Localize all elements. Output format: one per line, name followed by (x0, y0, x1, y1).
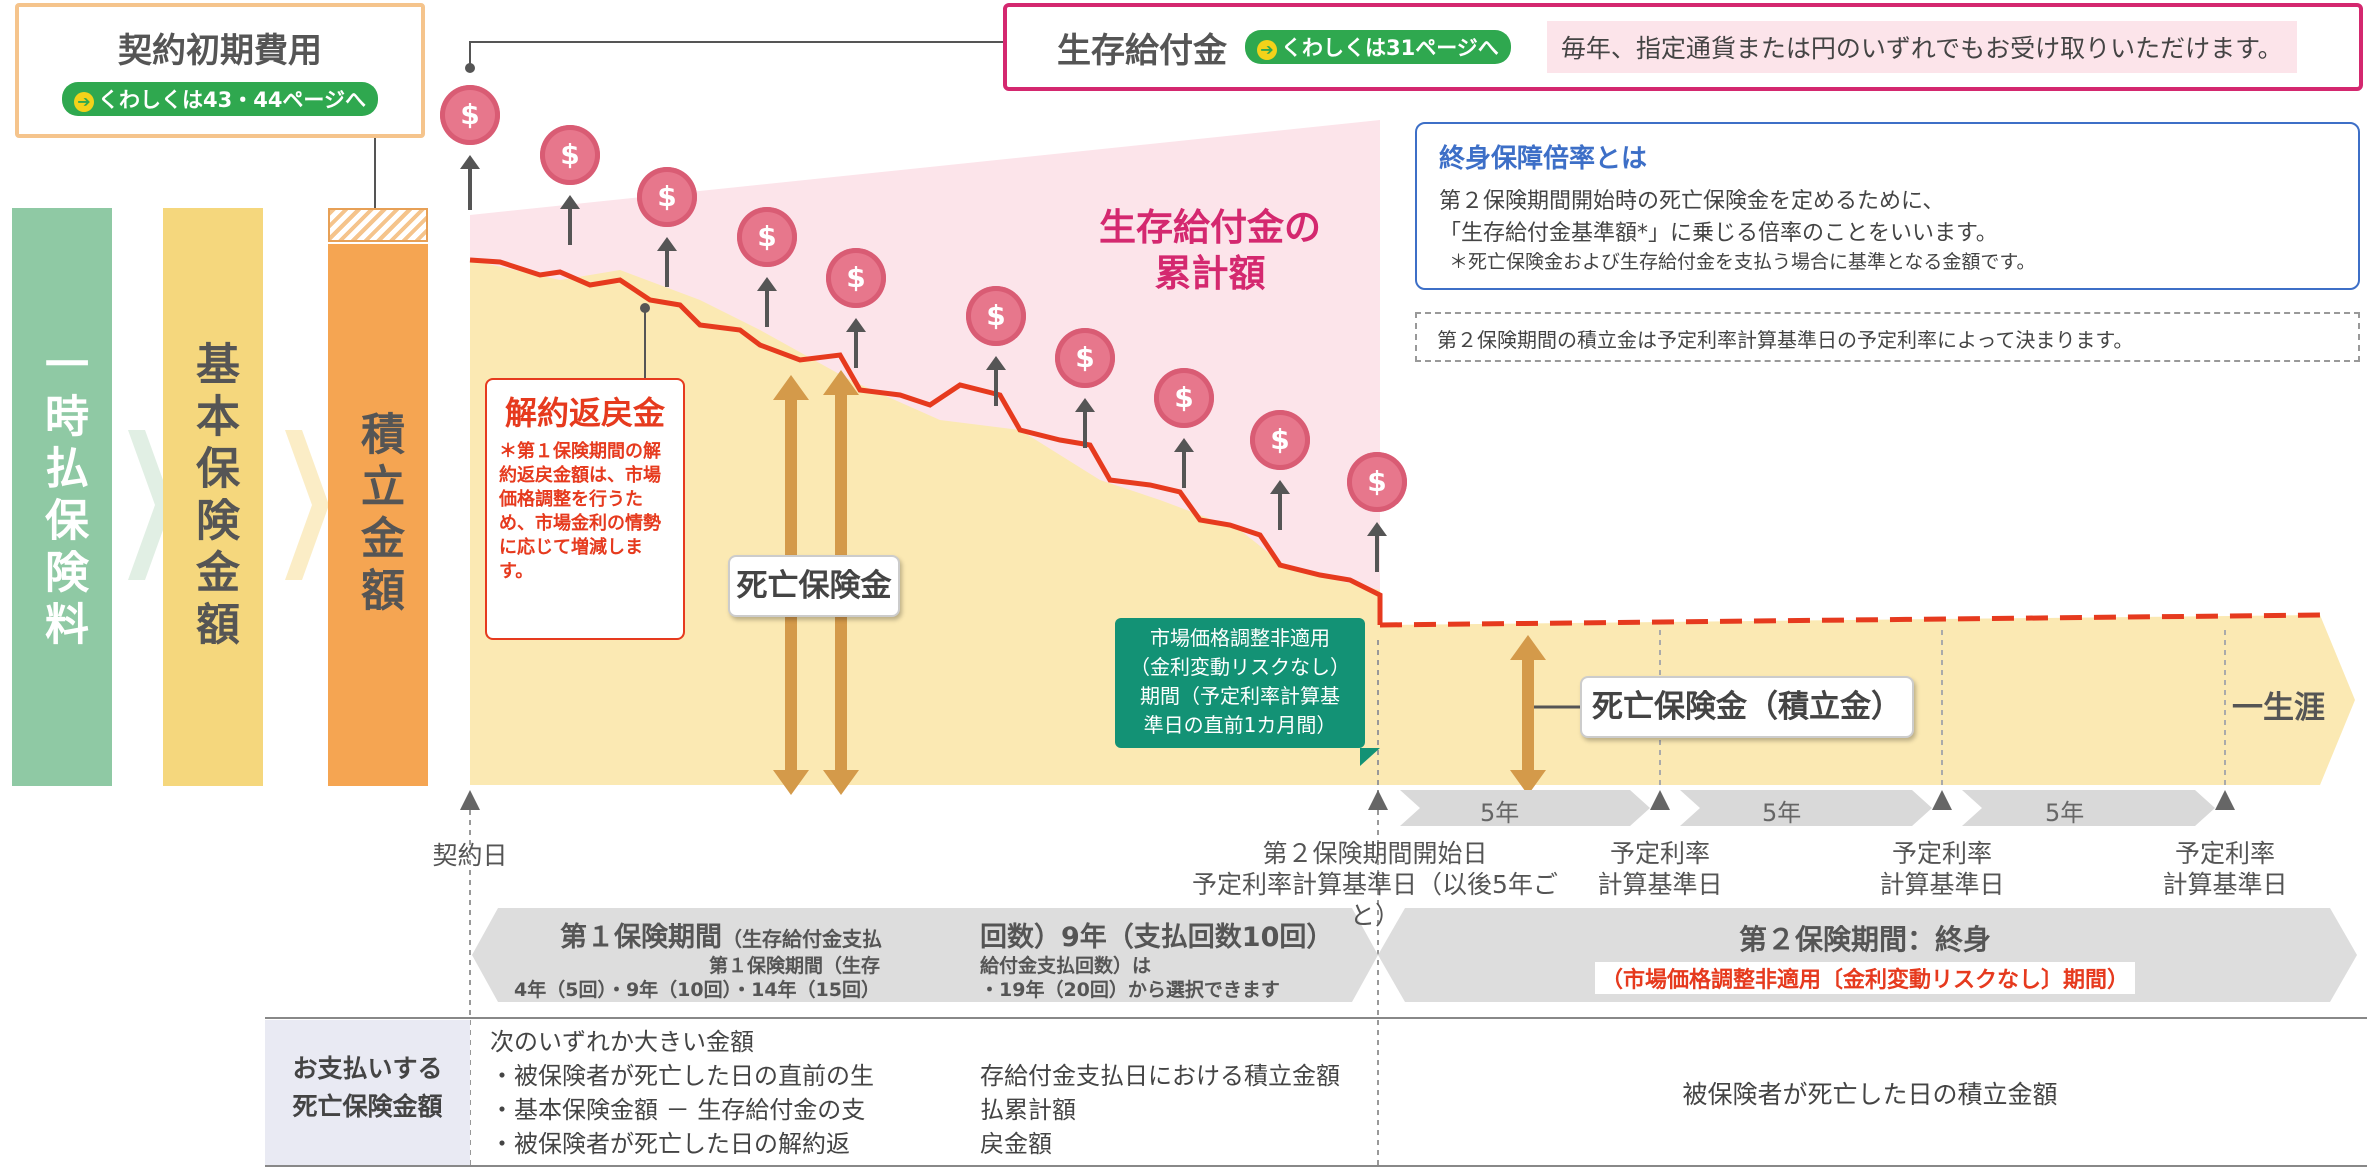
arrow-right-icon: ➔ (73, 92, 94, 112)
coin-icon: $ (637, 167, 697, 227)
initial-cost-box: 契約初期費用 ➔くわしくは43・44ページへ (15, 3, 425, 138)
rate-day-label-3: 予定利率 計算基準日 (2162, 839, 2288, 899)
surrender-title: 解約返戻金 (504, 394, 665, 432)
arrow-up-icon (846, 318, 866, 368)
coin-icon: $ (1055, 328, 1115, 388)
coin-icon: $ (540, 125, 600, 185)
rate-note-box: 第２保険期間の積立金は予定利率計算基準日の予定利率によって決まります。 (1415, 312, 2360, 362)
five-years-1: 5年 (1480, 799, 1520, 827)
survival-benefit-note: 毎年、指定通貨または円のいずれでもお受け取りいただけます。 (1546, 21, 2297, 73)
lifetime-ratio-title: 終身保障倍率とは (1439, 144, 1648, 174)
survival-benefit-title: 生存給付金 (1057, 30, 1227, 71)
death-benefit-accum-label: 死亡保険金（積立金） (1580, 676, 1914, 738)
mva-box: 市場価格調整非適用 （金利変動リスクなし） 期間（予定利率計算基 準日の直前1カ… (1115, 618, 1365, 748)
payout-period2: 被保険者が死亡した日の積立金額 (1682, 1080, 2058, 1109)
contract-day-label: 契約日 (432, 841, 508, 870)
start2-label: 第２保険期間開始日 予定利率計算基準日（以後5年ごと） (1192, 839, 1558, 930)
lifetime-ratio-box: 終身保障倍率とは 第２保険期間開始時の死亡保険金を定めるために、 「生存給付金基… (1415, 122, 2360, 290)
five-years-2: 5年 (1762, 799, 1802, 827)
surrender-line (469, 257, 1383, 625)
accum-bar: 積立金額 (328, 244, 428, 786)
coin-icon: $ (1347, 452, 1407, 512)
arrow-up-icon (1174, 438, 1194, 488)
arrow-up-icon (986, 356, 1006, 406)
cumulative-label: 生存給付金の 累計額 (1099, 206, 1321, 295)
rate-day-label-1: 予定利率 計算基準日 (1597, 839, 1723, 899)
arrow-up-icon (657, 237, 677, 287)
arrow-up-icon (1367, 522, 1387, 572)
initial-cost-hatch (328, 208, 428, 242)
initial-cost-title: 契約初期費用 (118, 31, 322, 71)
coin-icon: $ (440, 85, 500, 145)
initial-cost-link[interactable]: ➔くわしくは43・44ページへ (61, 82, 379, 116)
payout-header: お支払いする 死亡保険金額 (292, 1054, 443, 1121)
rate-day-label-2: 予定利率 計算基準日 (1879, 839, 2005, 899)
five-years-3: 5年 (2045, 799, 2085, 827)
death-benefit-dashed-line (1379, 612, 2321, 628)
coin-icon: $ (737, 207, 797, 267)
coin-icon: $ (1250, 410, 1310, 470)
arrow-up-icon (757, 277, 777, 327)
premium-bar: 一時払保険料 (12, 208, 112, 786)
arrow-up-icon (1270, 480, 1290, 530)
period1-band (472, 908, 1378, 1002)
arrow-up-icon (1075, 398, 1095, 448)
coin-icon: $ (966, 286, 1026, 346)
coin-icon: $ (1154, 368, 1214, 428)
survival-benefit-box: 生存給付金 ➔くわしくは31ページへ 毎年、指定通貨または円のいずれでもお受け取… (1003, 3, 2363, 91)
base-amount-bar: 基本保険金額 (163, 208, 263, 786)
death-benefit-label: 死亡保険金 (728, 555, 900, 617)
surrender-note: ＊第１保険期間の解約返戻金額は、市場価格調整を行うため、市場金利の情勢に応じて増… (499, 441, 661, 582)
arrow-up-icon (460, 155, 480, 210)
period1-text: 第１保険期間（生存給付金支払 回数）9年（支払回数10回） 第１保険期間（生存 … (514, 922, 1334, 1001)
arrow-up-icon (560, 195, 580, 245)
arrow-right-icon: ➔ (1257, 40, 1277, 60)
period2-text: 第２保険期間：終身 （市場価格調整非適用〔金利変動リスクなし〕期間） (1400, 918, 2330, 994)
lifetime-label: 一生涯 (2232, 690, 2325, 726)
payout-period1: 次のいずれか大きい金額 ・被保険者が死亡した日の直前の生存給付金支払日における積… (490, 1028, 1340, 1158)
survival-benefit-link[interactable]: ➔くわしくは31ページへ (1245, 30, 1511, 64)
coin-icon: $ (826, 248, 886, 308)
surrender-box: 解約返戻金 ＊第１保険期間の解約返戻金額は、市場価格調整を行うため、市場金利の情… (485, 378, 685, 640)
